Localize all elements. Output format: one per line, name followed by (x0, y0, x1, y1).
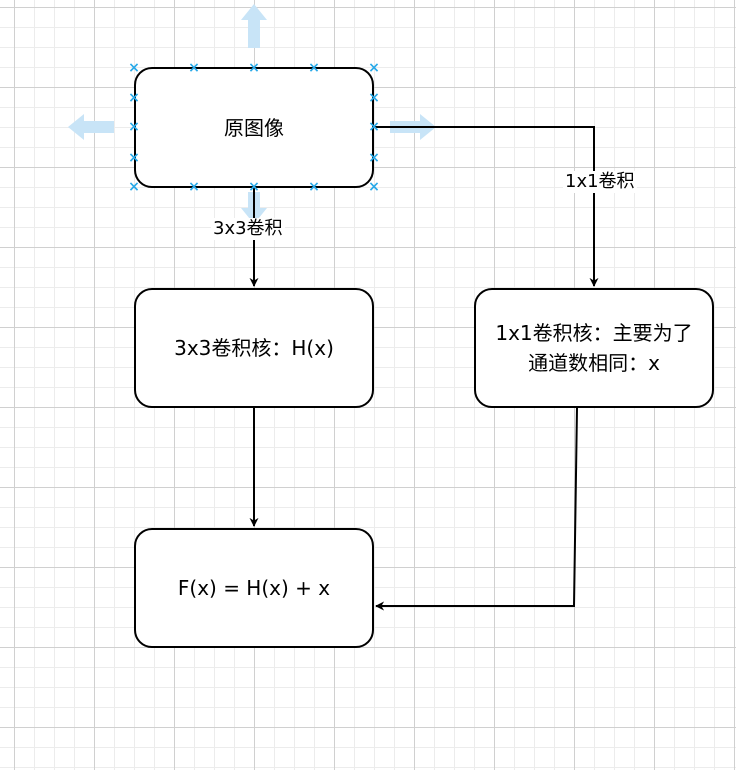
edge-label-3x3-conv: 3x3卷积 (211, 218, 285, 240)
node-source-image-label: 原图像 (224, 115, 284, 140)
node-output-sum-label: F(x) = H(x) + x (177, 576, 331, 600)
x-handle-icon[interactable]: × (368, 150, 380, 166)
node-conv3x3-kernel[interactable]: 3x3卷积核：H(x) (134, 288, 374, 408)
node-source-image[interactable]: 原图像 (134, 67, 374, 188)
x-handle-icon[interactable]: × (248, 60, 260, 76)
node-conv1x1-kernel[interactable]: 1x1卷积核：主要为了 通道数相同：x (474, 288, 714, 408)
node-output-sum[interactable]: F(x) = H(x) + x (134, 528, 374, 648)
x-handle-icon[interactable]: × (308, 179, 320, 195)
x-handle-icon[interactable]: × (128, 179, 140, 195)
x-handle-icon[interactable]: × (188, 60, 200, 76)
x-handle-icon[interactable]: × (128, 150, 140, 166)
x-handle-icon[interactable]: × (128, 60, 140, 76)
node-conv1x1-kernel-line1: 1x1卷积核：主要为了 (495, 321, 693, 345)
edge-label-1x1-conv: 1x1卷积 (563, 171, 637, 193)
x-handle-icon[interactable]: × (368, 119, 380, 135)
x-handle-icon[interactable]: × (368, 60, 380, 76)
x-handle-icon[interactable]: × (368, 90, 380, 106)
x-handle-icon[interactable]: × (368, 179, 380, 195)
edge-conv1x1-to-output[interactable] (375, 407, 578, 611)
node-conv1x1-kernel-line2: 通道数相同：x (528, 351, 660, 375)
x-handle-icon[interactable]: × (308, 60, 320, 76)
connect-arrow-left-icon[interactable] (68, 114, 114, 140)
x-handle-icon[interactable]: × (188, 179, 200, 195)
x-handle-icon[interactable]: × (128, 90, 140, 106)
edge-source-to-conv1x1[interactable] (374, 126, 599, 287)
x-handle-icon[interactable]: × (128, 119, 140, 135)
connect-arrow-up-icon[interactable] (241, 4, 267, 48)
x-handle-icon[interactable]: × (248, 179, 260, 195)
node-conv3x3-kernel-label: 3x3卷积核：H(x) (174, 336, 334, 360)
